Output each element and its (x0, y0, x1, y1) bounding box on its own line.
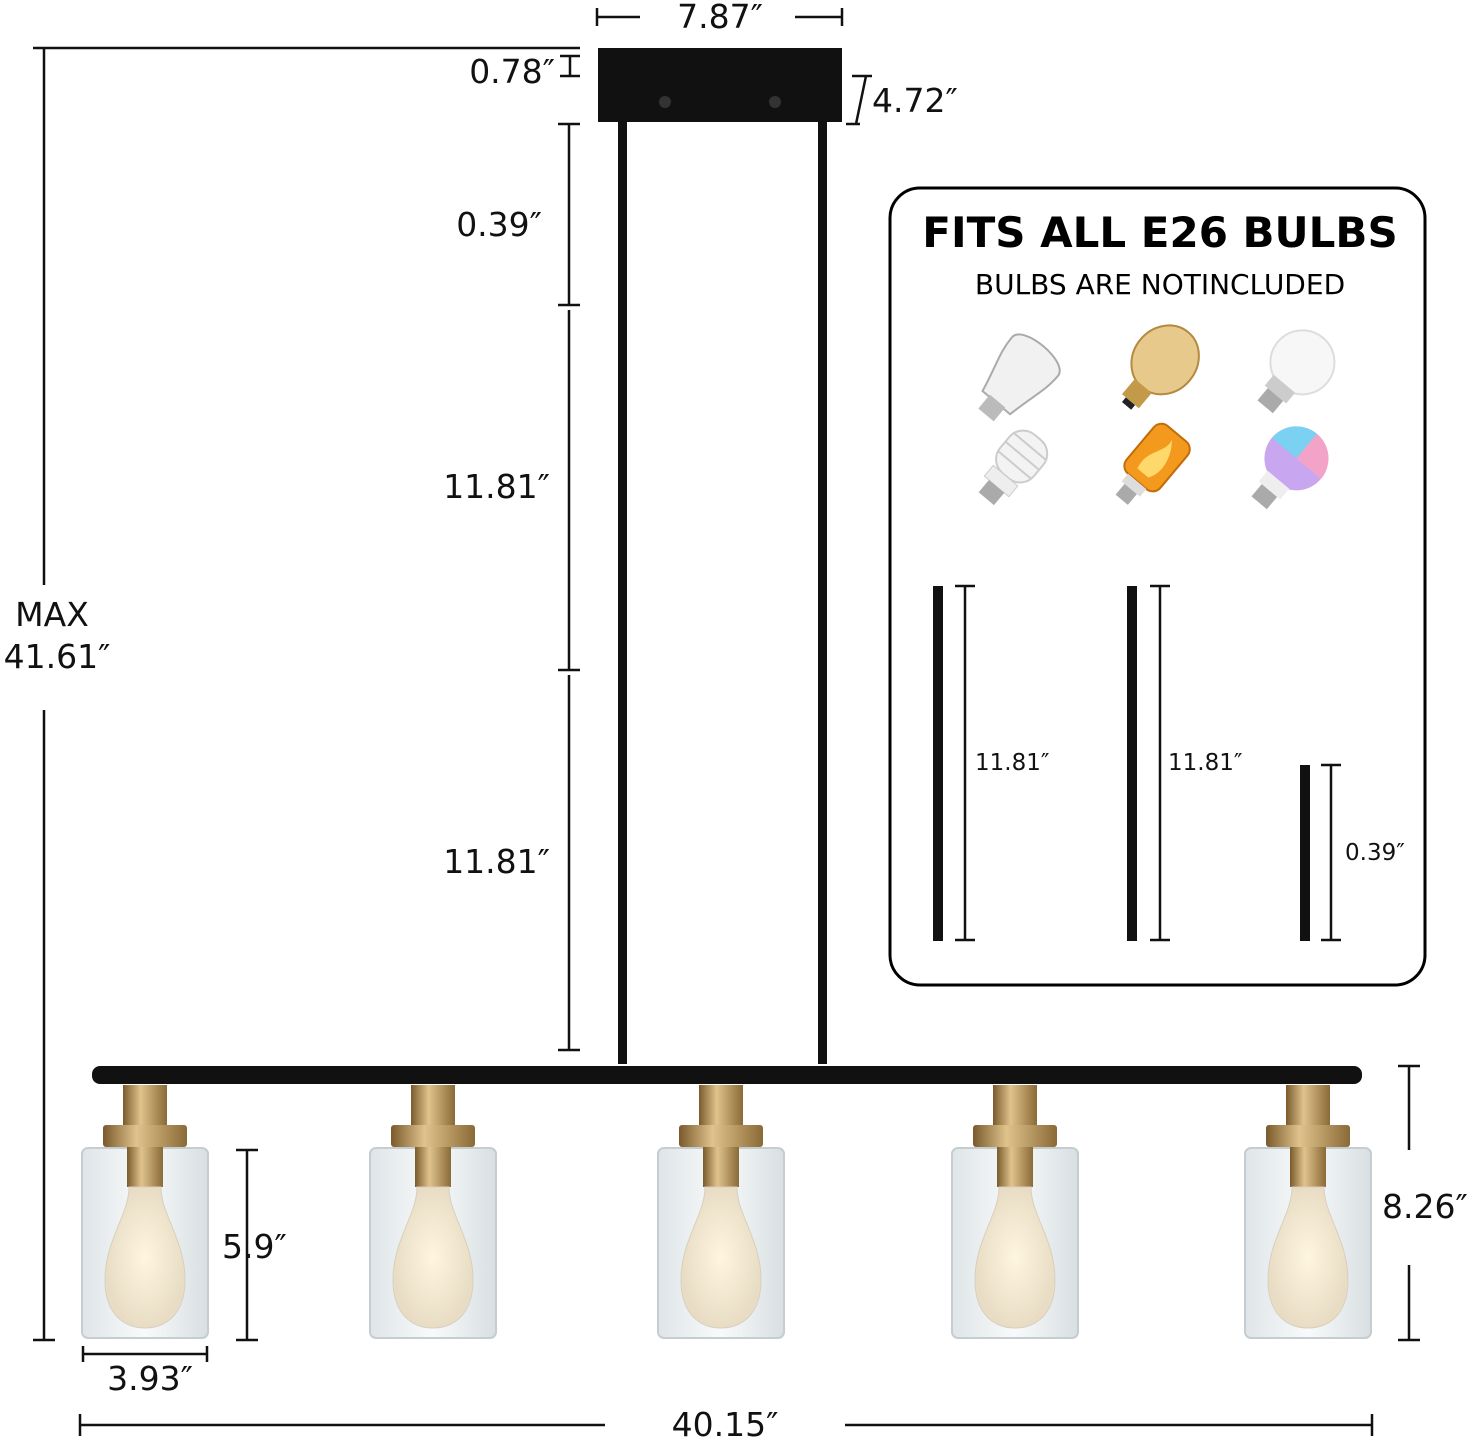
amber-filament-bulb-icon (1121, 324, 1200, 410)
total-length-label: 40.15″ (672, 1405, 779, 1440)
extension-rod (1300, 765, 1310, 941)
edison-filament-bulb-icon (978, 333, 1061, 422)
rod-left (618, 122, 627, 1064)
rod-right (818, 122, 827, 1064)
glass-shade (951, 1084, 1079, 1339)
shade-height-label: 5.9″ (222, 1227, 287, 1266)
extension-rod (1127, 586, 1137, 941)
rod-long-label: 11.81″ (443, 467, 550, 506)
rod-length-label: 0.39″ (1345, 840, 1405, 866)
a19-led-bulb-icon (1257, 329, 1336, 414)
canopy-height-label: 0.78″ (469, 52, 555, 91)
max-height-label: 41.61″ (4, 637, 111, 676)
canopy-width-label: 7.87″ (677, 0, 763, 36)
extension-rod (933, 586, 943, 941)
rod-long-label: 11.81″ (443, 842, 550, 881)
fixture-height-label: 8.26″ (1382, 1187, 1468, 1226)
rgb-smart-bulb-icon (1251, 426, 1329, 510)
rod-length-label: 11.81″ (1168, 750, 1243, 776)
glass-shade (657, 1084, 785, 1339)
rod-length-label: 11.81″ (975, 750, 1050, 776)
glass-shade (81, 1084, 209, 1339)
bulb-info-box: FITS ALL E26 BULBS BULBS ARE NOTINCLUDED (888, 186, 1427, 987)
crossbar (92, 1066, 1362, 1084)
cfl-spiral-bulb-icon (978, 429, 1049, 506)
flame-effect-bulb-icon (1115, 422, 1191, 505)
box-title: FITS ALL E26 BULBS (922, 208, 1397, 257)
glass-shade (1244, 1084, 1372, 1339)
canopy (598, 48, 842, 122)
box-subtitle: BULBS ARE NOTINCLUDED (975, 268, 1345, 301)
rod-short-label: 0.39″ (456, 205, 542, 244)
shade-width-label: 3.93″ (107, 1359, 193, 1398)
glass-shade (369, 1084, 497, 1339)
canopy-depth-label: 4.72″ (872, 81, 958, 120)
max-label: MAX (15, 595, 89, 634)
